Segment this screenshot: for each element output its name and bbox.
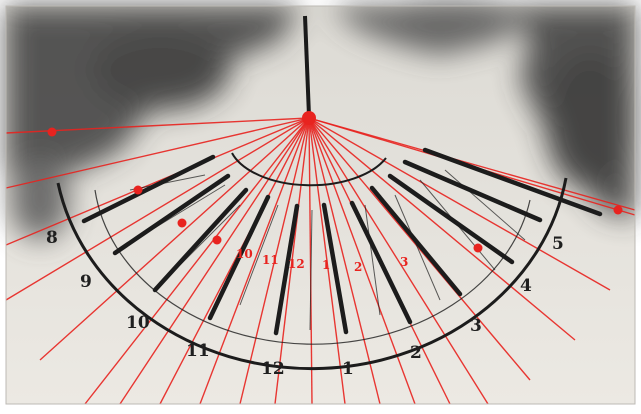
inner-red-hour-labels: 10 11 12 1 2 3 [236, 247, 408, 274]
red-dot [212, 235, 222, 245]
gnomon [303, 15, 311, 117]
red-dot [473, 243, 483, 253]
hour-bar [207, 194, 271, 321]
hour-bar [349, 200, 413, 325]
red-hour-label: 2 [354, 260, 362, 274]
red-hour-line [308, 117, 381, 405]
red-hour-line [308, 117, 489, 405]
red-hour-line [308, 117, 636, 211]
hour-label: 9 [80, 272, 92, 292]
half-hour-line [179, 204, 241, 266]
hour-bar [81, 154, 216, 224]
red-hour-line [5, 117, 310, 246]
red-hour-line [274, 117, 310, 405]
half-hour-line [364, 204, 381, 316]
red-hour-label: 1 [322, 258, 330, 272]
red-hour-line [239, 117, 310, 405]
red-hour-line [5, 117, 310, 189]
red-hour-label: 12 [288, 257, 305, 271]
hour-bar [273, 203, 300, 336]
red-hour-line [308, 117, 611, 291]
hour-label: 2 [410, 343, 422, 363]
hour-label: 10 [126, 313, 150, 333]
photo-border [5, 5, 636, 405]
red-hour-line [5, 117, 310, 301]
red-hour-label: 10 [236, 247, 253, 261]
hour-bar [321, 202, 349, 335]
red-hour-line [308, 117, 346, 405]
half-hour-line [239, 204, 279, 306]
red-hour-line [308, 117, 576, 341]
half-hour-line [444, 169, 526, 241]
red-dot [177, 218, 187, 228]
hour-label: 11 [186, 341, 210, 361]
red-dot [613, 205, 623, 215]
hour-bar [112, 173, 231, 256]
red-hour-line [199, 117, 310, 405]
red-hour-line [84, 117, 310, 405]
half-hour-line [394, 194, 441, 301]
hour-bar [402, 159, 543, 223]
red-hour-line [119, 117, 310, 405]
outer-arc [56, 177, 568, 371]
hour-label: 4 [520, 276, 532, 296]
red-dot [47, 127, 57, 137]
half-hour-line [419, 179, 496, 271]
red-hour-line [39, 117, 310, 361]
red-dot [133, 185, 143, 195]
hour-label: 3 [470, 316, 482, 336]
middle-arc [94, 189, 531, 345]
red-hour-label: 3 [400, 255, 408, 269]
hour-label: 5 [552, 234, 564, 254]
outer-hour-labels: 8 9 10 11 12 1 2 3 4 5 [46, 228, 564, 379]
half-hour-line [134, 184, 226, 241]
gnomon-foot [302, 111, 316, 125]
red-hour-line [308, 117, 531, 381]
hour-label: 12 [261, 359, 285, 379]
hour-label: 8 [46, 228, 58, 248]
half-hour-line [309, 209, 313, 331]
foliage-shadow [6, 0, 635, 240]
hour-label: 1 [342, 359, 354, 379]
red-hour-line [308, 117, 313, 405]
inner-arc [231, 152, 387, 187]
red-hour-label: 11 [262, 253, 279, 267]
red-hour-line [159, 117, 310, 405]
half-hour-line [129, 174, 206, 191]
hour-bar [152, 187, 249, 293]
sundial-markings [5, 117, 636, 405]
hour-bar [387, 173, 515, 265]
hour-bar [422, 147, 603, 217]
red-hour-line [5, 117, 310, 134]
hour-bar [369, 185, 463, 297]
